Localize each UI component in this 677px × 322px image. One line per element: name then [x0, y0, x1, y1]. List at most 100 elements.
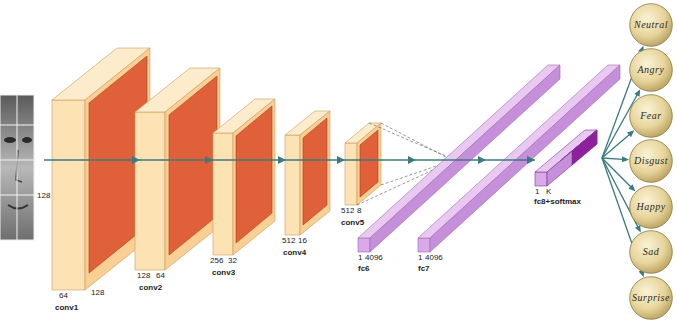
- dimension-label: K: [546, 188, 551, 196]
- layer-name: fc8+softmax: [534, 198, 602, 206]
- circle-shape: [630, 4, 673, 47]
- fc6-bar-part: [358, 238, 370, 252]
- conv4-block-part: [285, 135, 300, 235]
- fc8-softmax-layer: fc8+softmax: [530, 126, 602, 206]
- connector-line: [602, 158, 623, 159]
- arrow-head: [628, 184, 635, 191]
- circle-shape: [630, 231, 673, 274]
- flow-arrows-part: [478, 156, 486, 164]
- emotion-class-circle: Sad: [629, 230, 673, 274]
- conv3-block-part: [236, 106, 272, 243]
- conv5-block-part: [360, 130, 378, 197]
- circle-shape: [630, 49, 673, 92]
- face-image: [0, 95, 34, 240]
- conv4-block: [285, 111, 330, 235]
- emotion-class-circle: Fear: [629, 94, 673, 138]
- conv5-block: [345, 123, 381, 205]
- dimension-label: 8: [357, 207, 361, 215]
- circle-shape: [630, 186, 673, 229]
- flow-arrows-part: [205, 156, 213, 164]
- face-image-part: [0, 95, 34, 240]
- layer-name: conv4: [283, 249, 306, 257]
- conv1-block-part: [52, 100, 85, 290]
- conv3-block-part: [213, 133, 233, 255]
- dimension-label: 4096: [365, 254, 383, 262]
- conv3-block-part: [233, 99, 275, 255]
- fc7-bar: [418, 65, 620, 252]
- emotion-class-circle: Happy: [629, 185, 673, 229]
- conv3-block: [213, 99, 275, 255]
- dimension-label: 512: [341, 207, 354, 215]
- fc6-bar-part: [370, 65, 560, 252]
- projection-lines-part: [369, 123, 446, 156]
- dimension-label: 128: [91, 289, 104, 297]
- dimension-label: 64: [59, 292, 68, 300]
- dimension-label: 16: [298, 237, 307, 245]
- layer-name: conv3: [212, 269, 235, 277]
- dimension-label: 1: [358, 254, 362, 262]
- conv4-block-part: [303, 118, 327, 225]
- fc8-block-part: [547, 130, 597, 186]
- conv2-block-part: [165, 68, 220, 270]
- arrow-head: [622, 156, 629, 162]
- face-image-part: [0, 95, 34, 240]
- dimension-label: 1: [535, 188, 539, 196]
- dimension-label: 1: [418, 254, 422, 262]
- arrow-head: [635, 225, 641, 233]
- face-image-part: [22, 137, 32, 143]
- layer-name: conv5: [341, 219, 364, 227]
- face-image-part: [0, 95, 34, 240]
- conv4-block-part: [300, 111, 330, 235]
- class-label: Fear: [640, 111, 661, 121]
- fc8-block-part: [535, 172, 547, 186]
- flow-arrows-part: [337, 156, 345, 164]
- class-label: Disgust: [634, 156, 668, 166]
- emotion-class-circle: Angry: [629, 48, 673, 92]
- conv2-block-part: [135, 112, 165, 270]
- conv2-block: [135, 68, 220, 270]
- emotion-class-circle: Disgust: [629, 139, 673, 183]
- fc8-block-part: [572, 130, 597, 165]
- dimension-label: 4096: [425, 254, 443, 262]
- arrow-head: [627, 130, 634, 137]
- dimension-label: 256: [210, 257, 223, 265]
- circle-shape: [630, 140, 673, 183]
- class-label: Sad: [643, 247, 660, 257]
- flow-arrows: [44, 156, 535, 164]
- flow-arrows-part: [278, 156, 286, 164]
- circle-shape: [630, 277, 673, 320]
- arrow-head: [634, 89, 640, 97]
- layer-name: conv2: [139, 284, 162, 292]
- flow-arrows-part: [132, 156, 140, 164]
- emotion-class-circle: Neutral: [629, 3, 673, 47]
- conv2-block-part: [169, 76, 217, 255]
- class-label: Angry: [638, 65, 665, 75]
- connector-line: [602, 134, 630, 158]
- output-connector: [602, 130, 634, 158]
- flow-arrows-part: [408, 156, 416, 164]
- class-label: Happy: [636, 202, 665, 212]
- flow-arrows-part: [44, 159, 535, 160]
- dimension-label: 32: [228, 257, 237, 265]
- dimension-label: 128: [37, 192, 50, 200]
- conv5-block-part: [345, 143, 357, 205]
- flow-arrows-part: [527, 156, 535, 164]
- fc7-bar-part: [418, 65, 620, 238]
- class-label: Neutral: [634, 20, 668, 30]
- conv5-block-part: [357, 123, 381, 205]
- layer-name: conv1: [55, 304, 78, 312]
- class-label: Surprise: [632, 293, 670, 303]
- dimension-label: 64: [156, 272, 165, 280]
- face-image-part: [4, 137, 16, 143]
- fc8-block: [535, 130, 597, 186]
- layer-name: fc6: [358, 265, 370, 273]
- emotion-class-circle: Surprise: [629, 276, 673, 320]
- fc7-bar-part: [430, 65, 620, 252]
- fc7-bar-part: [418, 238, 430, 252]
- dimension-label: 128: [137, 272, 150, 280]
- circle-shape: [630, 95, 673, 138]
- connector-line: [602, 158, 631, 187]
